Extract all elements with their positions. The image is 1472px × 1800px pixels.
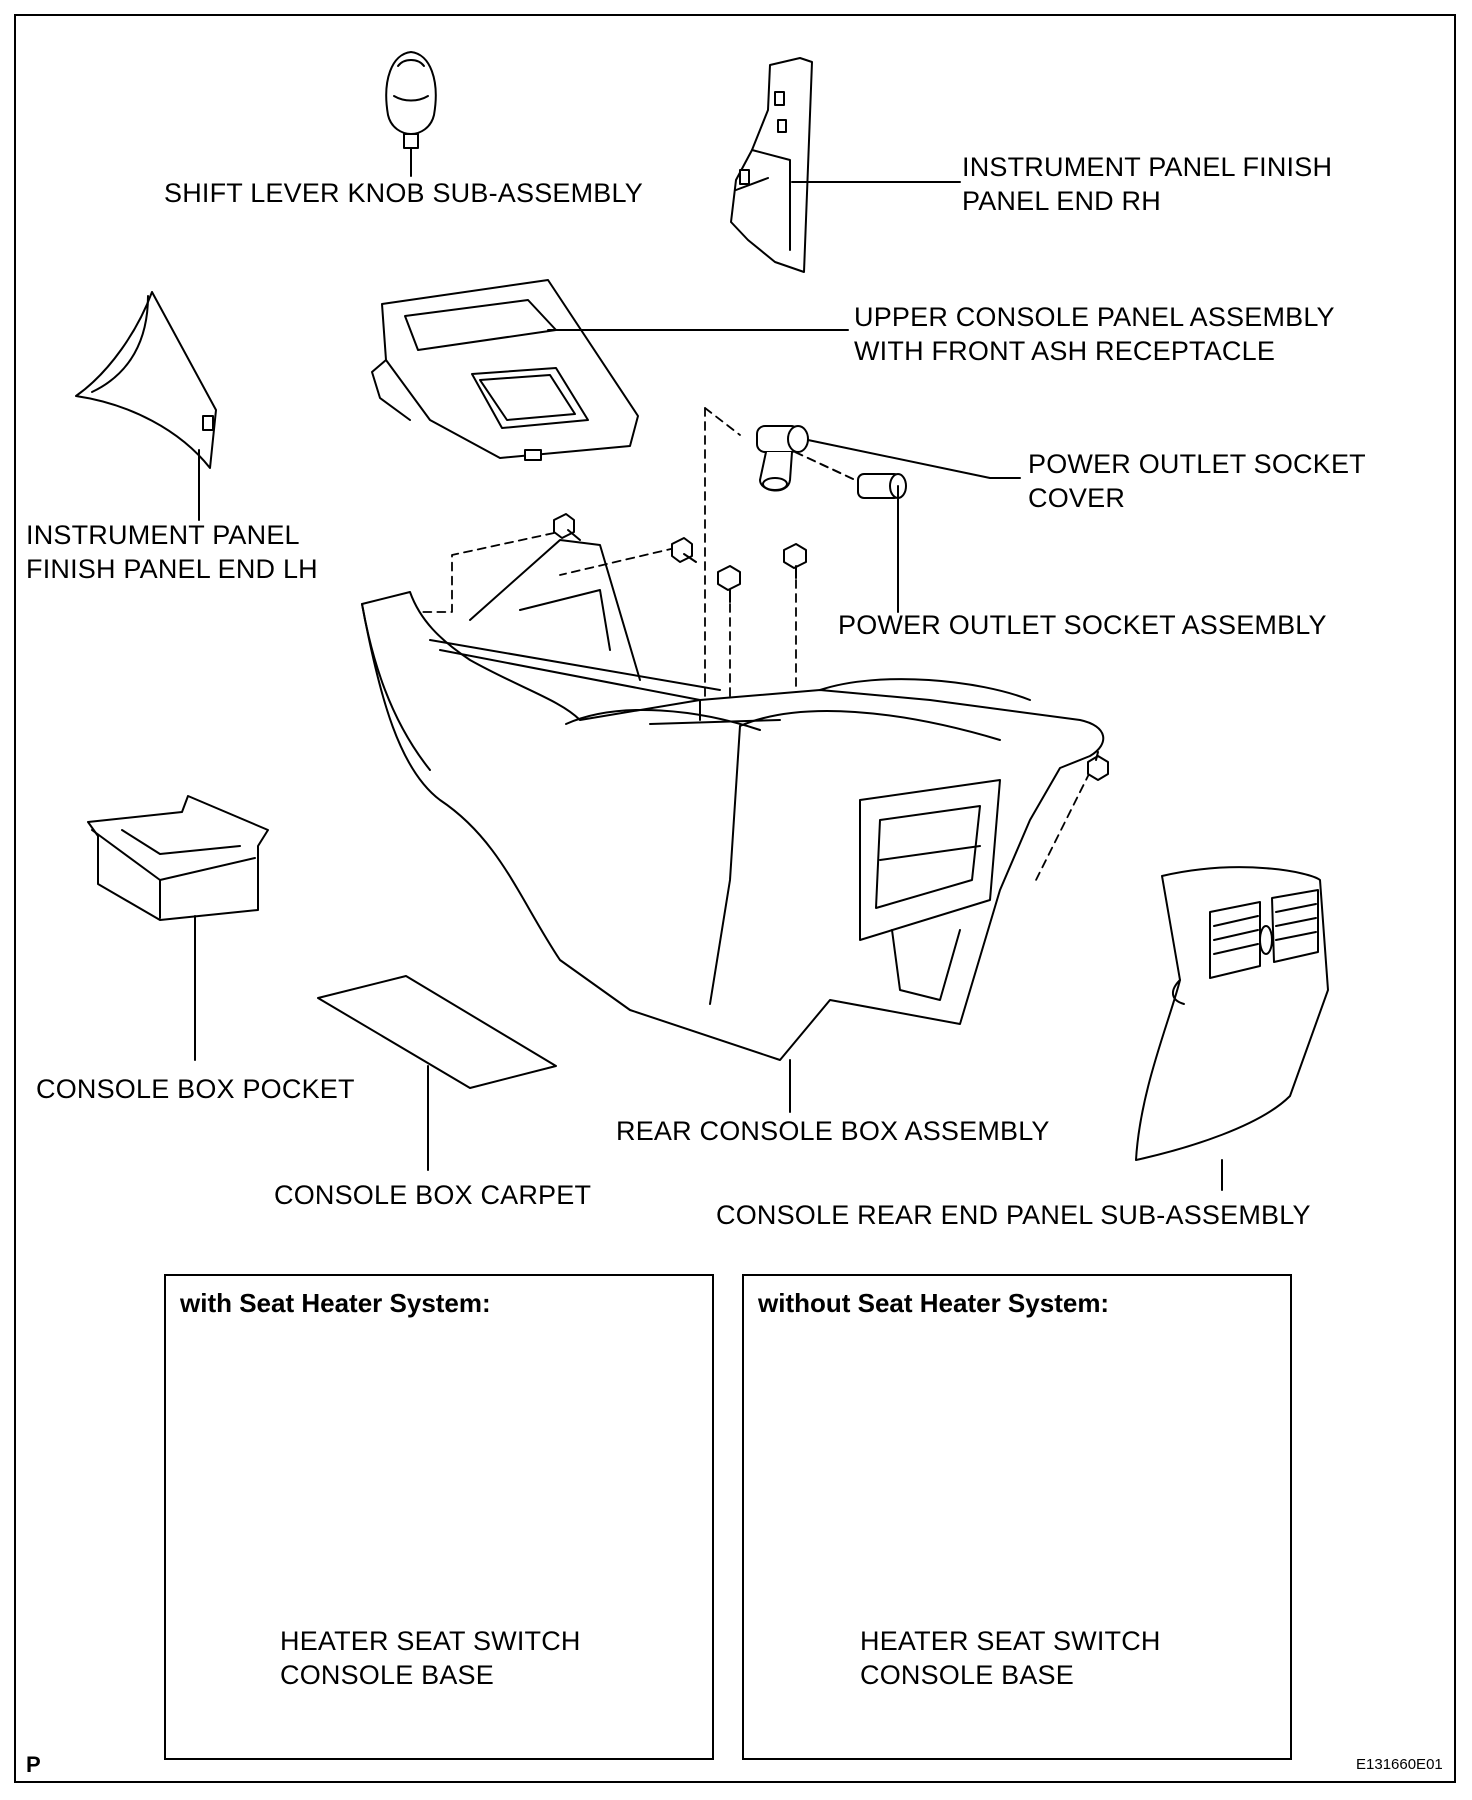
figure-code: E131660E01: [1356, 1756, 1443, 1773]
label-heater-switch-without-line2: CONSOLE BASE: [860, 1660, 1074, 1690]
inset-without-seat-heater: without Seat Heater System:: [742, 1274, 1292, 1760]
label-ip-finish-lh-line1: INSTRUMENT PANEL: [26, 520, 300, 550]
inset-with-title: with Seat Heater System:: [180, 1288, 491, 1318]
label-ip-finish-rh-line1: INSTRUMENT PANEL FINISH: [962, 152, 1333, 182]
label-heater-switch-with-line2: CONSOLE BASE: [280, 1660, 494, 1690]
bolt: [717, 565, 741, 603]
inset-without-title: without Seat Heater System:: [758, 1288, 1110, 1318]
label-heater-switch-without-line1: HEATER SEAT SWITCH: [860, 1626, 1161, 1656]
label-rear-end-panel: CONSOLE REAR END PANEL SUB-ASSEMBLY: [716, 1200, 1311, 1230]
label-console-box-carpet: CONSOLE BOX CARPET: [274, 1180, 592, 1210]
label-upper-console-line2: WITH FRONT ASH RECEPTACLE: [854, 336, 1276, 366]
label-outlet-cover-line2: COVER: [1028, 483, 1126, 513]
shift-lever-knob-part: [385, 51, 437, 149]
console-box-carpet-part: [317, 975, 557, 1089]
label-rear-console-box: REAR CONSOLE BOX ASSEMBLY: [616, 1116, 1050, 1146]
ip-finish-panel-end-lh-part: [75, 291, 217, 469]
corner-letter: P: [26, 1752, 41, 1777]
inset-with-seat-heater: with Seat Heater System:: [164, 1274, 714, 1760]
console-box-pocket-part: [87, 795, 269, 921]
label-ip-finish-lh-line2: FINISH PANEL END LH: [26, 554, 318, 584]
label-outlet-assembly: POWER OUTLET SOCKET ASSEMBLY: [838, 610, 1327, 640]
label-upper-console-line1: UPPER CONSOLE PANEL ASSEMBLY: [854, 302, 1335, 332]
label-console-box-pocket: CONSOLE BOX POCKET: [36, 1074, 355, 1104]
bolt: [671, 537, 697, 563]
label-shift-lever-knob: SHIFT LEVER KNOB SUB-ASSEMBLY: [164, 178, 643, 208]
power-outlet-cover-part: [756, 425, 809, 492]
bolt: [1087, 751, 1109, 781]
bolt: [783, 543, 807, 579]
upper-console-panel-part: [371, 279, 639, 461]
label-heater-switch-with-line1: HEATER SEAT SWITCH: [280, 1626, 581, 1656]
rear-console-box-part: [361, 539, 1105, 1061]
label-outlet-cover-line1: POWER OUTLET SOCKET: [1028, 449, 1366, 479]
diagram-frame: [14, 14, 1456, 1783]
ip-finish-panel-end-rh-part: [730, 57, 813, 273]
label-ip-finish-rh-line2: PANEL END RH: [962, 186, 1161, 216]
console-rear-end-panel-part: [1135, 866, 1329, 1161]
bolt: [553, 513, 581, 541]
